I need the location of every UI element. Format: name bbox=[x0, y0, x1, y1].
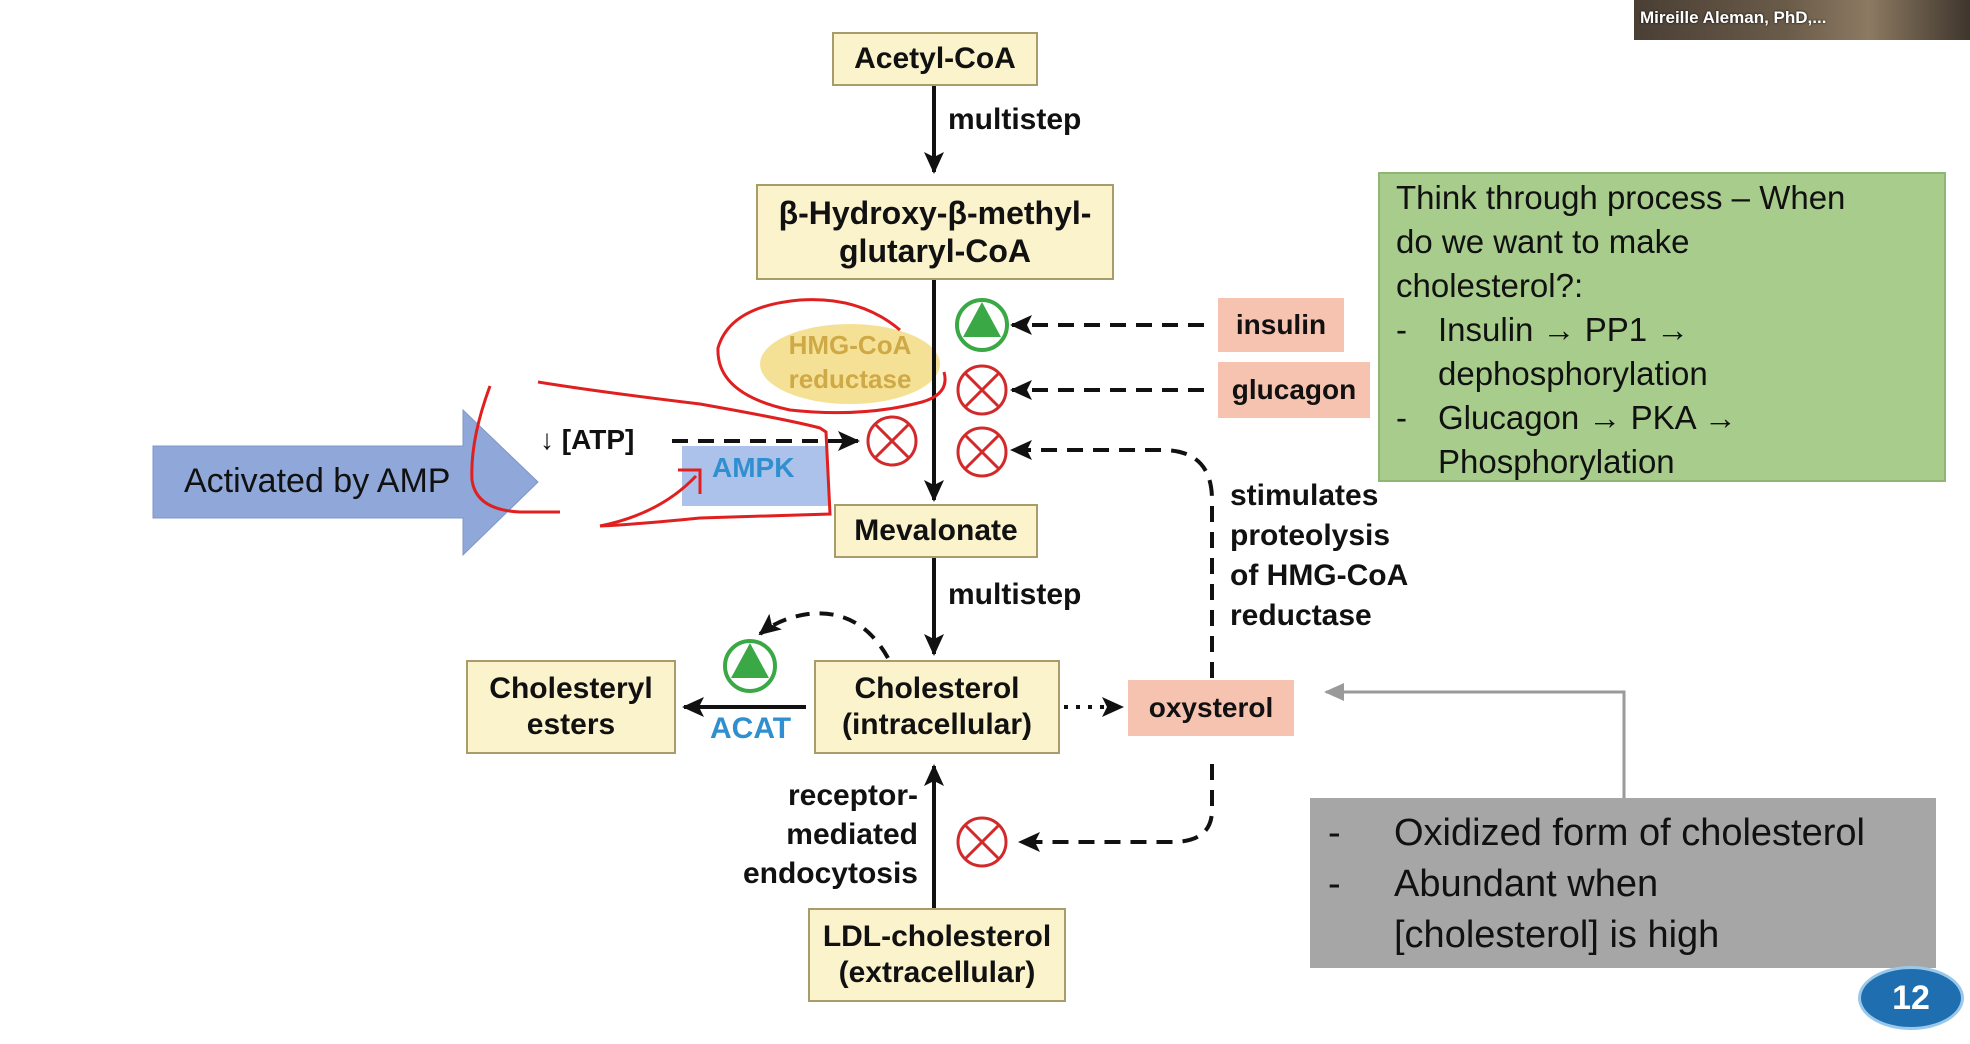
ldl-line2: (extracellular) bbox=[838, 956, 1036, 989]
think-bullet-2: - Glucagon → PKA → Phosphorylation bbox=[1396, 396, 1928, 484]
ldl-line1: LDL-cholesterol bbox=[822, 920, 1052, 953]
think-bullet-1-text: Insulin → PP1 → dephosphorylation bbox=[1438, 308, 1708, 396]
oxysterol-bullet-1-dash: - bbox=[1328, 812, 1341, 854]
ldl-cholesterol-box: LDL-cholesterol (extracellular) bbox=[808, 908, 1066, 1002]
oxysterol-label: oxysterol bbox=[1148, 692, 1274, 723]
hmg-coa-label-line2: glutaryl-CoA bbox=[839, 233, 1031, 269]
receptor-mediated-endocytosis-label: receptor- mediated endocytosis bbox=[706, 776, 918, 893]
oxysterol-bullet-1: - Oxidized form of cholesterol bbox=[1328, 808, 1918, 859]
oxysterol-bullet-2-dash: - bbox=[1328, 863, 1341, 905]
insulin-box: insulin bbox=[1218, 298, 1344, 352]
hmg-coa-reductase-line2: reductase bbox=[788, 364, 912, 394]
oxysterol-proteolysis-dashed-arrow bbox=[1010, 440, 1214, 678]
amp-activation-arrow bbox=[152, 408, 539, 557]
think-bullet-1-line2: dephosphorylation bbox=[1438, 355, 1708, 392]
hmg-coa-label-line1: β-Hydroxy-β-methyl- bbox=[778, 194, 1092, 231]
stimulate-icon-acat bbox=[723, 639, 777, 693]
glucagon-label: glucagon bbox=[1231, 374, 1357, 405]
hmg-coa-box: β-Hydroxy-β-methyl- glutaryl-CoA bbox=[756, 184, 1114, 280]
acetyl-coa-label: Acetyl-CoA bbox=[854, 42, 1016, 75]
oxysterol-note: - Oxidized form of cholesterol - Abundan… bbox=[1310, 798, 1936, 968]
slide-number-badge: 12 bbox=[1858, 966, 1964, 1030]
cholesterol-feedback-curved-arrow bbox=[758, 611, 890, 659]
inhibit-icon-glucagon bbox=[956, 364, 1008, 416]
think-bullet-2-line1: Glucagon → PKA → bbox=[1438, 399, 1737, 436]
acetyl-coa-box: Acetyl-CoA bbox=[832, 32, 1038, 86]
think-line1: Think through process – When bbox=[1396, 179, 1846, 216]
slide-number: 12 bbox=[1892, 978, 1930, 1017]
glucagon-box: glucagon bbox=[1218, 362, 1370, 418]
oxysterol-box: oxysterol bbox=[1128, 680, 1294, 736]
think-bullet-1-line1: Insulin → PP1 → bbox=[1438, 311, 1690, 348]
oxysterol-bullet-2-line1: Abundant when bbox=[1394, 863, 1659, 905]
receptor-line2: mediated bbox=[786, 818, 918, 851]
ampk-highlight bbox=[682, 446, 828, 506]
stimulate-icon-insulin bbox=[955, 298, 1009, 352]
think-through-note: Think through process – When do we want … bbox=[1378, 172, 1946, 482]
handdrawn-arrow-annotation bbox=[599, 468, 702, 528]
handdrawn-loop-annotation bbox=[537, 380, 832, 528]
stimulates-line3: of HMG-CoA bbox=[1230, 559, 1409, 592]
think-line3: cholesterol?: bbox=[1396, 267, 1584, 304]
oxysterol-bullet-2-text: Abundant when [cholesterol] is high bbox=[1394, 859, 1719, 961]
stimulates-line1: stimulates bbox=[1230, 479, 1379, 512]
multistep-label-1: multistep bbox=[948, 103, 1082, 136]
oxysterol-bullet-1-text: Oxidized form of cholesterol bbox=[1394, 812, 1865, 854]
activated-by-amp-label: Activated by AMP bbox=[184, 462, 451, 500]
stimulates-proteolysis-label: stimulates proteolysis of HMG-CoA reduct… bbox=[1230, 476, 1408, 636]
receptor-line1: receptor- bbox=[787, 779, 918, 812]
oxysterol-bullet-2: - Abundant when [cholesterol] is high bbox=[1328, 859, 1918, 961]
cholesterol-line2: (intracellular) bbox=[841, 708, 1033, 741]
oxysterol-bullet-2-line2: [cholesterol] is high bbox=[1394, 914, 1720, 956]
mevalonate-label: Mevalonate bbox=[854, 514, 1018, 547]
oxysterol-ldl-dashed-arrow bbox=[1018, 764, 1214, 852]
atp-label: ↓ [ATP] bbox=[540, 424, 635, 455]
think-bullet-2-dash: - bbox=[1396, 399, 1407, 436]
participant-video-thumbnail[interactable]: Mireille Aleman, PhD,... bbox=[1634, 0, 1970, 40]
insulin-label: insulin bbox=[1235, 309, 1327, 340]
receptor-line3: endocytosis bbox=[742, 857, 918, 890]
stimulates-line2: proteolysis bbox=[1230, 519, 1391, 552]
ampk-label: AMPK bbox=[712, 452, 795, 483]
cholesteryl-esters-line1: Cholesteryl bbox=[489, 672, 653, 705]
multistep-label-2: multistep bbox=[948, 578, 1082, 611]
acat-label: ACAT bbox=[710, 712, 792, 745]
hmg-coa-reductase-highlight bbox=[760, 324, 940, 404]
cholesteryl-esters-line2: esters bbox=[526, 708, 616, 741]
hmg-coa-reductase-label: HMG-CoA reductase bbox=[760, 328, 940, 396]
hmg-coa-reductase-line1: HMG-CoA bbox=[788, 330, 912, 360]
cholesterol-line1: Cholesterol bbox=[854, 672, 1020, 705]
think-bullet-2-line2: Phosphorylation bbox=[1438, 443, 1675, 480]
cholesterol-intracellular-box: Cholesterol (intracellular) bbox=[814, 660, 1060, 754]
note-connector-line bbox=[1324, 683, 1626, 798]
inhibit-icon-ldl-uptake bbox=[956, 816, 1008, 868]
handdrawn-circle-annotation bbox=[716, 298, 947, 415]
mevalonate-box: Mevalonate bbox=[834, 504, 1038, 558]
think-bullet-1-dash: - bbox=[1396, 311, 1407, 348]
handdrawn-bracket-annotation bbox=[470, 385, 560, 514]
stimulates-line4: reductase bbox=[1230, 599, 1372, 632]
cholesteryl-esters-box: Cholesteryl esters bbox=[466, 660, 676, 754]
think-line2: do we want to make bbox=[1396, 223, 1690, 260]
inhibit-icon-ampk bbox=[866, 415, 918, 467]
think-bullet-1: - Insulin → PP1 → dephosphorylation bbox=[1396, 308, 1928, 396]
inhibit-icon-oxysterol-proteolysis bbox=[956, 426, 1008, 478]
think-bullet-2-text: Glucagon → PKA → Phosphorylation bbox=[1438, 396, 1737, 484]
participant-name: Mireille Aleman, PhD,... bbox=[1640, 8, 1827, 27]
